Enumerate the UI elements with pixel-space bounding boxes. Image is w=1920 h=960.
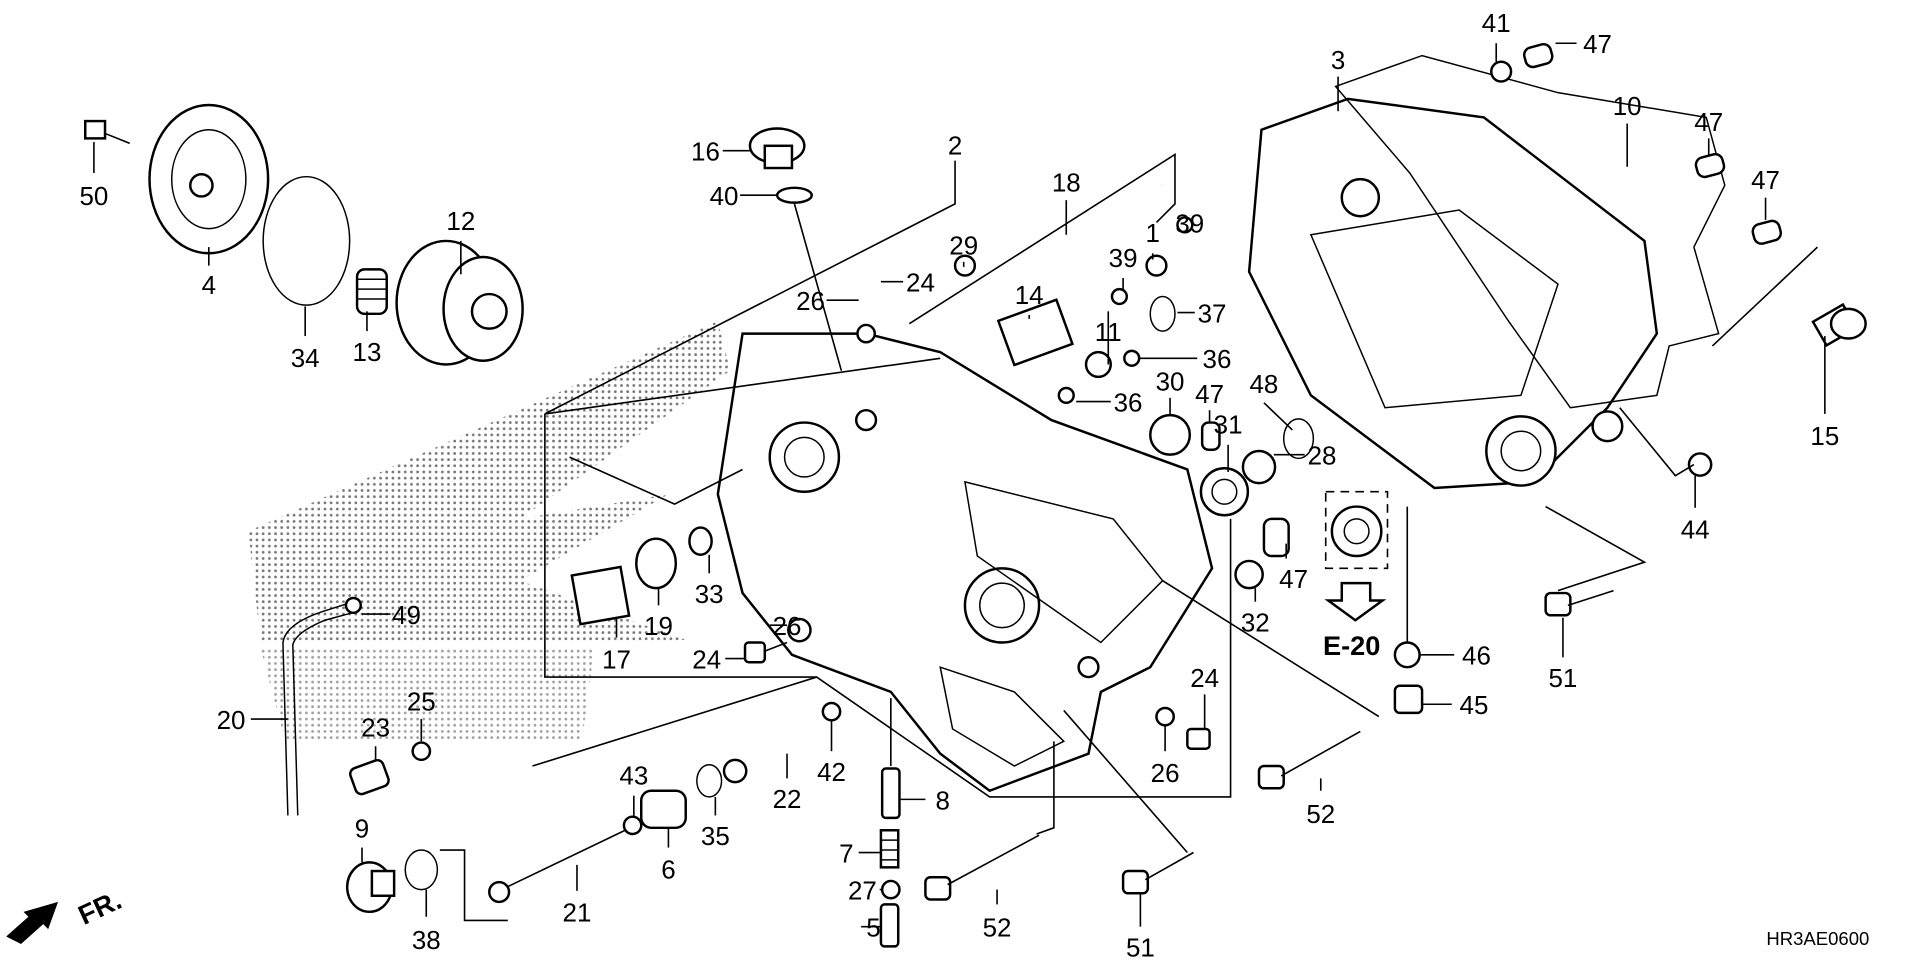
callout-4: 4 bbox=[202, 272, 216, 300]
callout-37: 37 bbox=[1198, 300, 1227, 328]
callout-38: 38 bbox=[412, 927, 441, 955]
callout-24: 24 bbox=[906, 270, 935, 298]
callout-52: 52 bbox=[983, 915, 1012, 943]
callout-47: 47 bbox=[1583, 31, 1612, 59]
callout-48: 48 bbox=[1250, 371, 1279, 399]
callout-43: 43 bbox=[619, 763, 648, 791]
callout-36: 36 bbox=[1203, 346, 1232, 374]
front-label: FR. bbox=[73, 884, 126, 931]
callout-30: 30 bbox=[1156, 368, 1185, 396]
callout-34: 34 bbox=[291, 345, 320, 373]
oil-filter-cover-part-4 bbox=[148, 103, 270, 255]
callout-3: 3 bbox=[1331, 47, 1345, 75]
callout-1: 1 bbox=[1146, 220, 1160, 248]
callout-39: 39 bbox=[1175, 210, 1204, 238]
callout-28: 28 bbox=[1308, 443, 1337, 471]
bolt-part-52-right bbox=[1257, 730, 1361, 790]
callout-11: 11 bbox=[1095, 319, 1122, 347]
callout-labels: 50 4 34 13 12 16 40 2 18 29 24 26 14 11 … bbox=[79, 10, 1839, 960]
callout-31: 31 bbox=[1214, 412, 1243, 440]
callout-50: 50 bbox=[79, 183, 108, 211]
leader-lines bbox=[93, 42, 1826, 928]
reference-e20[interactable]: E-20 bbox=[1323, 630, 1380, 661]
callout-5: 5 bbox=[866, 915, 880, 943]
callout-42: 42 bbox=[817, 759, 846, 787]
callout-26: 26 bbox=[1151, 760, 1180, 788]
callout-49: 49 bbox=[392, 602, 421, 630]
shaft-part-22 bbox=[722, 716, 825, 784]
callout-7: 7 bbox=[839, 840, 853, 868]
hose-part-20 bbox=[282, 602, 353, 816]
honda-wing-watermark bbox=[248, 321, 731, 742]
callout-27: 27 bbox=[848, 877, 877, 905]
oil-filter-part-12 bbox=[395, 239, 524, 366]
callout-41: 41 bbox=[1482, 10, 1511, 38]
callout-19: 19 bbox=[644, 613, 673, 641]
callout-29: 29 bbox=[949, 233, 978, 261]
callout-18: 18 bbox=[1052, 170, 1081, 198]
callout-47: 47 bbox=[1694, 109, 1723, 137]
callout-52: 52 bbox=[1306, 801, 1335, 829]
oil-filler-cap-part-16 bbox=[748, 127, 806, 170]
callout-46: 46 bbox=[1462, 643, 1491, 671]
crankcase-cover-part-3 bbox=[1247, 97, 1659, 490]
callout-10: 10 bbox=[1613, 93, 1642, 121]
front-direction-indicator: FR. bbox=[6, 884, 126, 944]
callout-47: 47 bbox=[1195, 381, 1224, 409]
callout-2: 2 bbox=[948, 132, 962, 160]
diagram-code: HR3AE0600 bbox=[1766, 928, 1869, 949]
callout-21: 21 bbox=[563, 900, 592, 928]
callout-15: 15 bbox=[1810, 423, 1839, 451]
gasket-part-10 bbox=[1334, 54, 1726, 409]
callout-22: 22 bbox=[773, 786, 802, 814]
callout-33: 33 bbox=[695, 581, 724, 609]
callout-8: 8 bbox=[935, 787, 949, 815]
callout-16: 16 bbox=[691, 139, 720, 167]
callout-24: 24 bbox=[1190, 665, 1219, 693]
reference-arrow bbox=[1324, 581, 1387, 622]
bolt-part-51-bottom bbox=[1121, 851, 1194, 895]
bolt-part-50 bbox=[84, 119, 131, 145]
spring-part-13 bbox=[355, 268, 388, 316]
callout-47: 47 bbox=[1279, 566, 1308, 594]
callout-32: 32 bbox=[1241, 609, 1270, 637]
callout-51: 51 bbox=[1549, 665, 1578, 693]
callout-51: 51 bbox=[1126, 934, 1155, 960]
callout-44: 44 bbox=[1681, 517, 1710, 545]
callout-35: 35 bbox=[701, 823, 730, 851]
o-ring-part-34 bbox=[262, 175, 351, 306]
callout-40: 40 bbox=[710, 183, 739, 211]
callout-45: 45 bbox=[1460, 692, 1489, 720]
crankcase-cover-part-2 bbox=[716, 332, 1214, 793]
callout-39: 39 bbox=[1109, 245, 1138, 273]
callout-14: 14 bbox=[1015, 282, 1044, 310]
callout-26: 26 bbox=[796, 288, 825, 316]
callout-36: 36 bbox=[1114, 389, 1143, 417]
callout-25: 25 bbox=[407, 688, 436, 716]
callout-24: 24 bbox=[692, 646, 721, 674]
callout-9: 9 bbox=[355, 816, 369, 844]
callout-13: 13 bbox=[353, 339, 382, 367]
callout-26: 26 bbox=[773, 613, 802, 641]
callout-6: 6 bbox=[661, 856, 675, 884]
callout-12: 12 bbox=[446, 208, 475, 236]
callout-47: 47 bbox=[1751, 167, 1780, 195]
callout-17: 17 bbox=[602, 646, 631, 674]
callout-23: 23 bbox=[361, 714, 390, 742]
bolt-part-51-right bbox=[1544, 589, 1614, 617]
strainer-part-14 bbox=[996, 298, 1075, 367]
bolt-part-52-bottom bbox=[924, 834, 1040, 901]
callout-20: 20 bbox=[217, 707, 246, 735]
sensor-part-15 bbox=[1711, 246, 1867, 348]
